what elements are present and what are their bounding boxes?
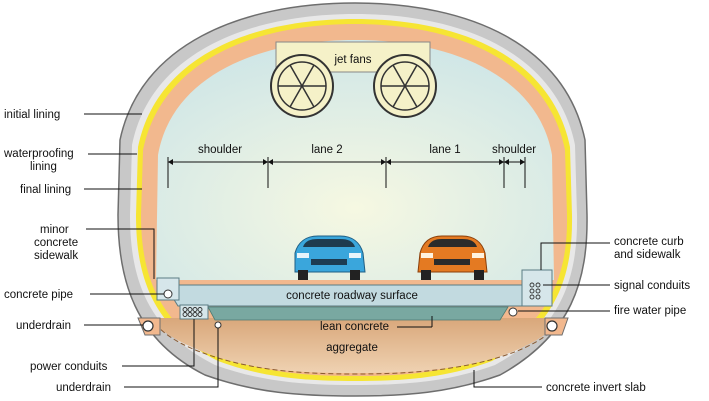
underdrain-upper-label: underdrain	[16, 320, 71, 332]
power-conduits-label: power conduits	[30, 361, 108, 373]
concrete-curb-label-line2: and sidewalk	[614, 249, 681, 261]
signal-conduits	[529, 282, 541, 300]
underdrain-left	[142, 320, 154, 332]
final-lining-label: final lining	[20, 184, 71, 196]
aggregate-label: aggregate	[326, 342, 378, 354]
power-conduits-box	[179, 304, 209, 320]
underdrain-right	[546, 320, 558, 332]
underdrain-lower-label: underdrain	[56, 382, 111, 394]
lane-1-label: lane 1	[429, 144, 460, 156]
signal-conduits-label: signal conduits	[614, 280, 690, 292]
waterproofing-lining-label-line1: waterproofing	[3, 148, 74, 160]
initial-lining-label: initial lining	[4, 109, 60, 121]
jet-fan-left	[270, 54, 334, 118]
lean-concrete-layer	[207, 306, 509, 321]
jet-fans-label: jet fans	[333, 54, 371, 66]
minor-sidewalk-label-line3: sidewalk	[34, 250, 78, 262]
fire-water-pipe-label: fire water pipe	[614, 305, 686, 317]
invert-slab-dashed-line	[149, 317, 563, 375]
concrete-invert-slab-label: concrete invert slab	[546, 382, 646, 394]
concrete-curb-block	[521, 269, 553, 307]
concrete-pipe	[163, 289, 173, 299]
power-conduits	[182, 307, 203, 317]
car-blue	[294, 235, 366, 280]
roadway-surface-label: concrete roadway surface	[286, 290, 418, 302]
car-orange	[417, 235, 488, 280]
lane-dimension-line	[167, 157, 526, 188]
fire-water-pipe	[508, 307, 518, 317]
shoulder-left-label: shoulder	[198, 144, 242, 156]
tunnel-interior	[156, 40, 554, 280]
underdrain-center	[214, 321, 222, 329]
minor-sidewalk-label-line1: minor	[40, 224, 69, 236]
lane-2-label: lane 2	[311, 144, 342, 156]
concrete-pipe-label: concrete pipe	[4, 289, 73, 301]
waterproofing-lining-label-line2: lining	[30, 161, 57, 173]
aggregate-layer	[150, 318, 560, 373]
lean-concrete-label: lean concrete	[320, 321, 389, 333]
concrete-curb-label-line1: concrete curb	[614, 236, 684, 248]
shoulder-right-label: shoulder	[492, 144, 536, 156]
jet-fan-right	[373, 54, 437, 118]
minor-sidewalk-label-line2: concrete	[34, 237, 78, 249]
